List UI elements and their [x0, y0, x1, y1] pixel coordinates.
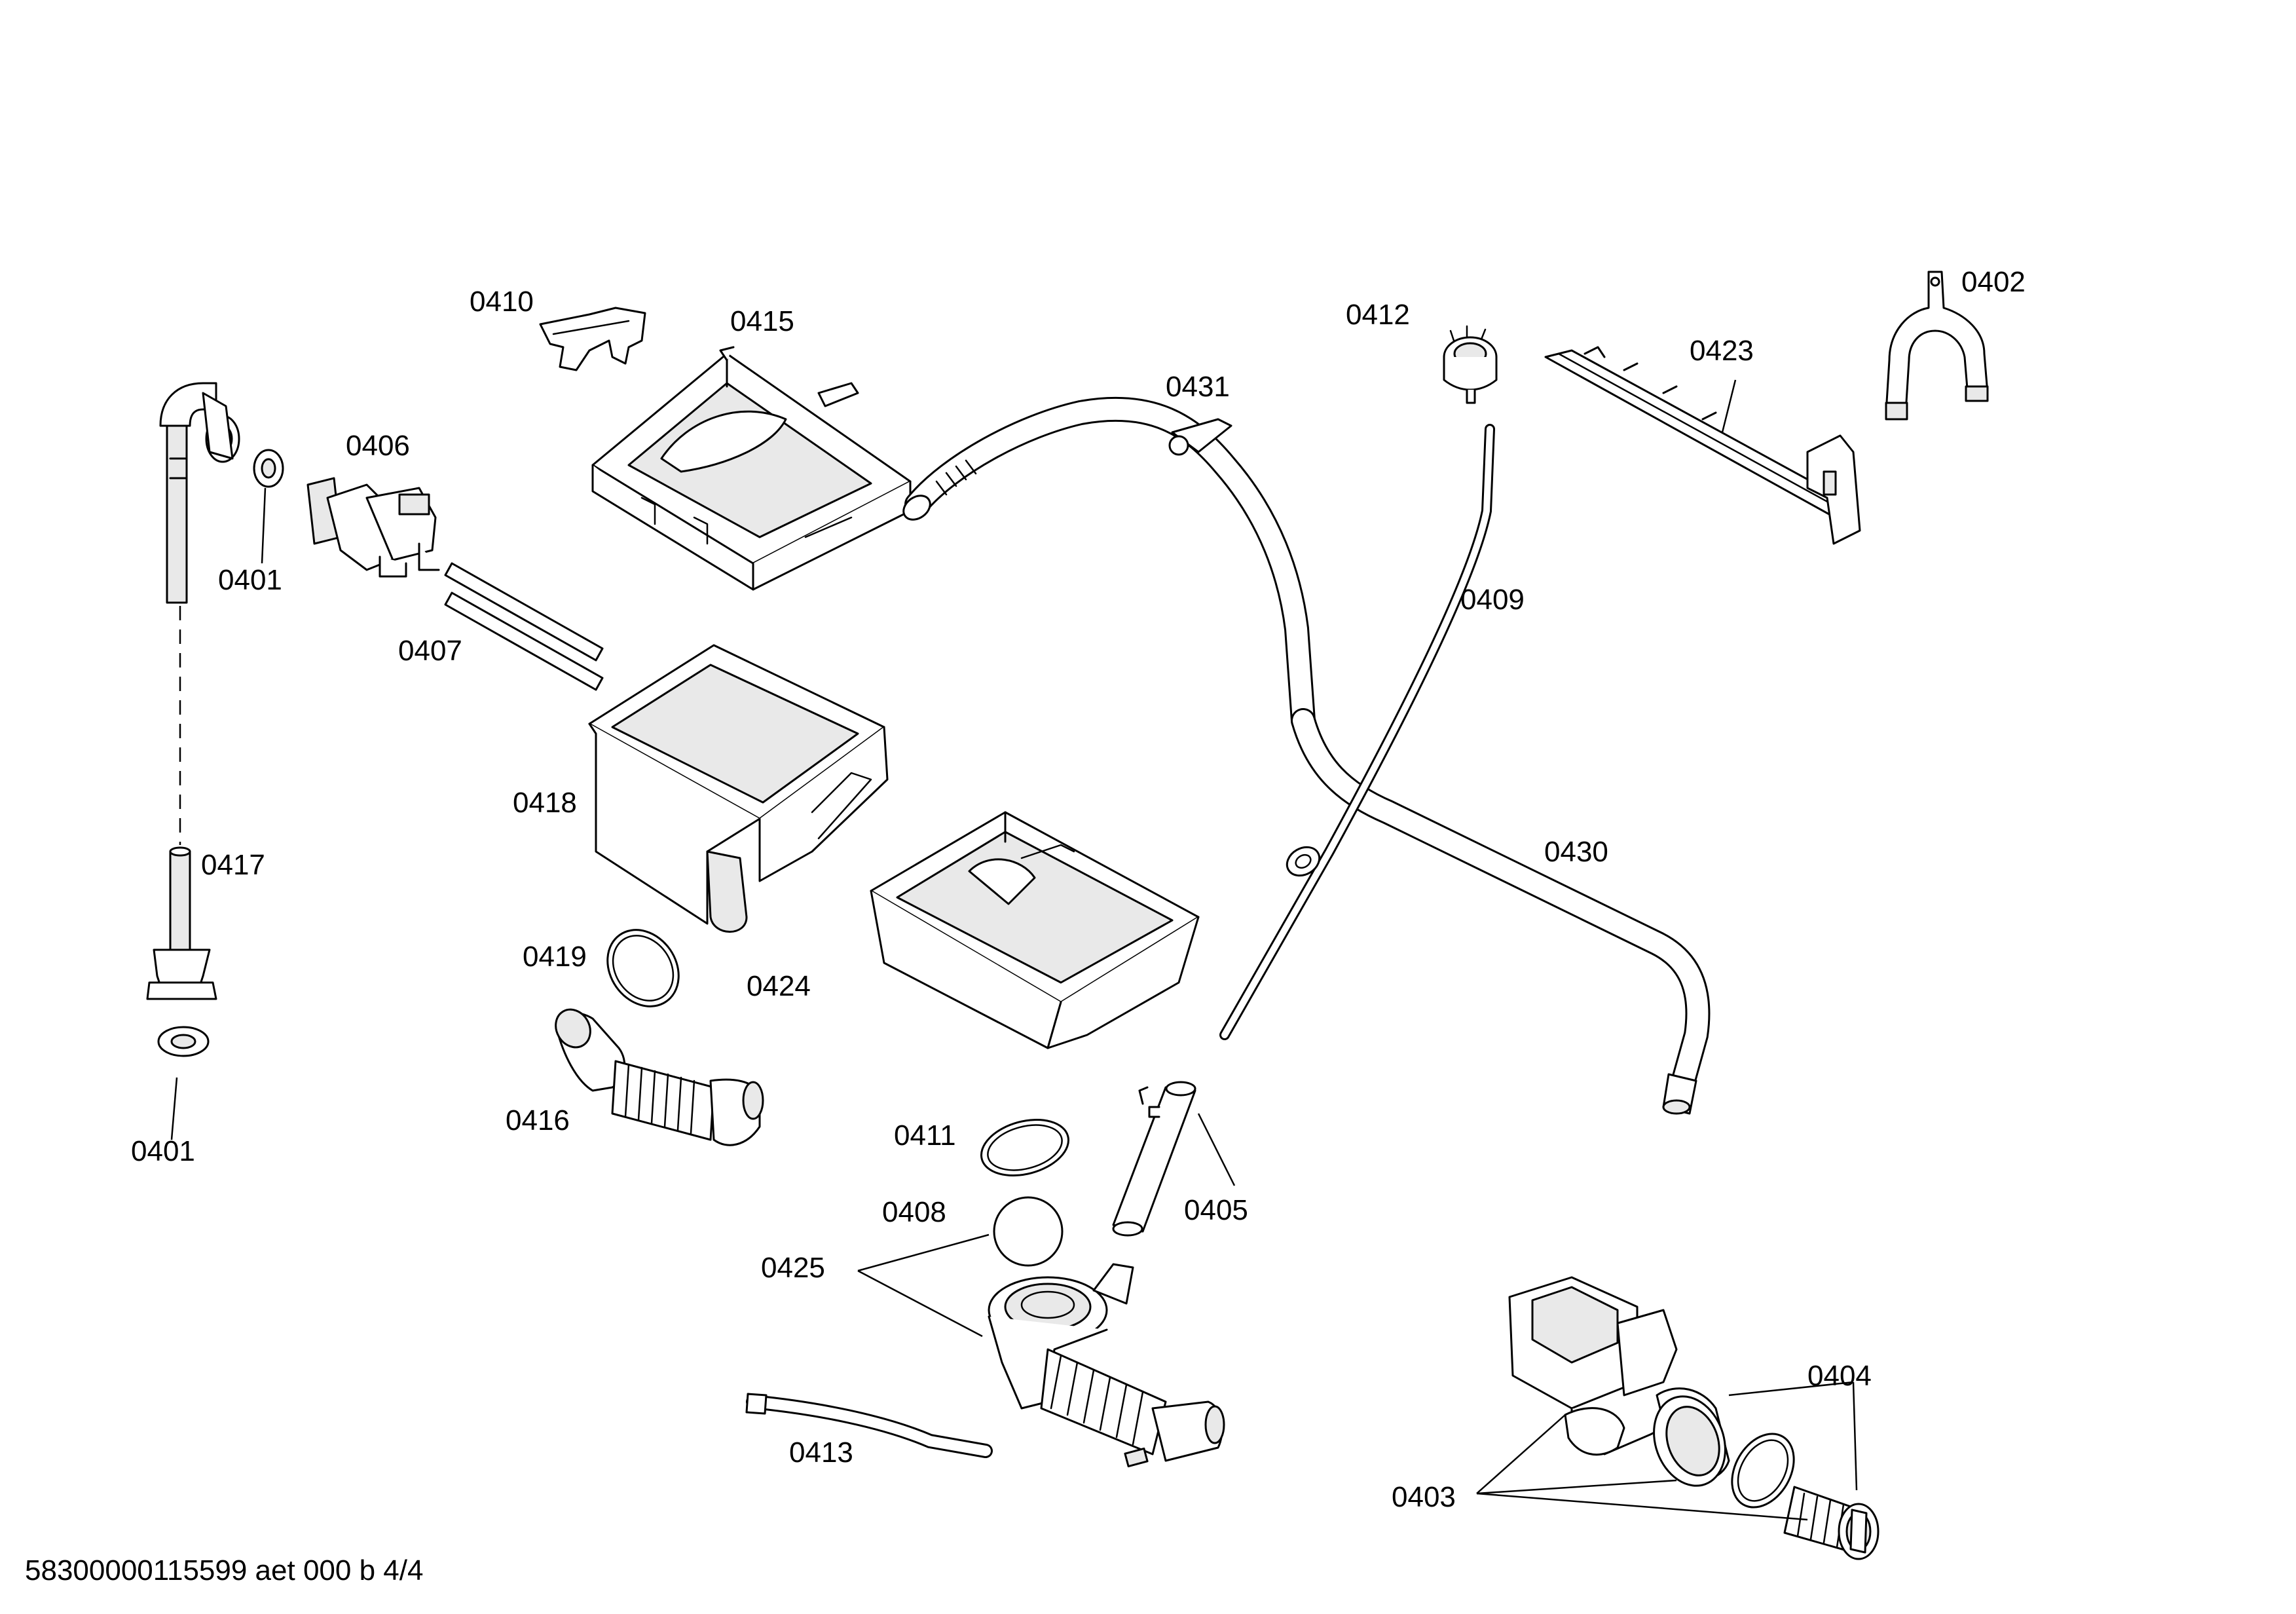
- label-0412: 0412: [1346, 299, 1410, 331]
- inlet-hose-0417: [146, 382, 240, 1000]
- label-0408: 0408: [882, 1196, 946, 1228]
- pressure-tube-0409: [1219, 424, 1495, 1040]
- label-0405: 0405: [1184, 1194, 1248, 1226]
- washer-0401-top: [253, 449, 284, 564]
- sump-0425: [988, 1263, 1225, 1468]
- label-0416: 0416: [506, 1104, 570, 1136]
- drain-pump-0403: [1508, 1276, 1730, 1487]
- label-0415: 0415: [730, 305, 794, 337]
- label-0418: 0418: [513, 787, 577, 819]
- seal-ring-0404: [1731, 1433, 1795, 1509]
- label-0406: 0406: [346, 430, 410, 462]
- hose-0430: [1291, 708, 1711, 1115]
- bar-0423: [1544, 346, 1861, 545]
- label-0423: 0423: [1690, 335, 1754, 367]
- clip-0410: [539, 307, 646, 371]
- pressure-switch-0412: [1443, 325, 1498, 404]
- label-0431: 0431: [1166, 371, 1230, 403]
- label-0417: 0417: [201, 849, 265, 881]
- label-0409: 0409: [1460, 584, 1525, 616]
- label-0404: 0404: [1807, 1360, 1872, 1392]
- tubes-0407: [444, 562, 604, 691]
- footer-document-id: 58300000115599 aet 000 b 4/4: [25, 1554, 423, 1586]
- label-0424: 0424: [747, 970, 811, 1002]
- detergent-drawer-0424: [870, 811, 1200, 1049]
- label-0401-top: 0401: [218, 564, 282, 596]
- bracket-0402: [1885, 271, 1989, 421]
- label-0411: 0411: [894, 1119, 956, 1152]
- inlet-valve-0406: [306, 477, 440, 578]
- dispenser-housing-0418: [588, 644, 889, 933]
- label-0430: 0430: [1544, 836, 1608, 868]
- leader-lines: [857, 379, 1858, 1521]
- label-0413: 0413: [789, 1436, 853, 1469]
- label-0401-bottom: 0401: [131, 1135, 195, 1167]
- seal-ring-0419: [606, 929, 680, 1007]
- filter-0404: [1783, 1486, 1879, 1560]
- seal-ring-0411: [980, 1119, 1069, 1176]
- label-0407: 0407: [398, 635, 462, 667]
- hose-0431: [902, 396, 1316, 733]
- label-0419: 0419: [523, 941, 587, 973]
- sensor-0405: [1112, 1081, 1236, 1237]
- label-0410: 0410: [470, 286, 534, 318]
- washer-0401-bottom: [157, 1026, 210, 1140]
- label-0403: 0403: [1392, 1481, 1456, 1513]
- ball-0408: [993, 1196, 1064, 1267]
- label-0425: 0425: [761, 1252, 825, 1284]
- frame-0415: [591, 346, 912, 591]
- part-labels: 0410 0415 0406 0401 0407 0418 0417 0419 …: [131, 266, 2026, 1513]
- bellows-hose-0416: [555, 1008, 764, 1146]
- hose-0413: [745, 1393, 993, 1458]
- label-0402: 0402: [1961, 266, 2026, 298]
